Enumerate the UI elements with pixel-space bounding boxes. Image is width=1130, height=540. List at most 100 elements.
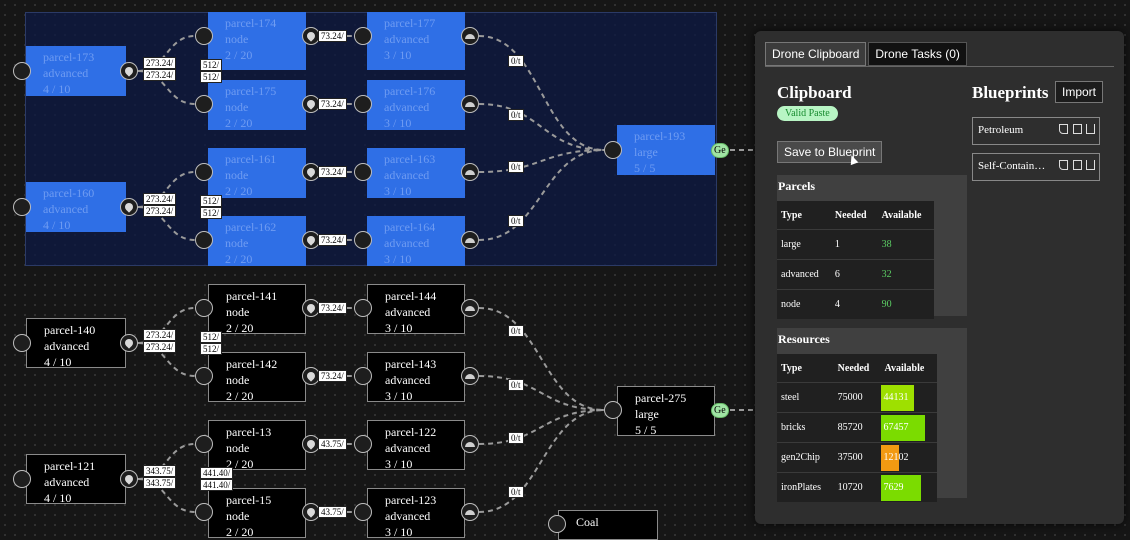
output-port[interactable] bbox=[461, 231, 479, 249]
blueprint-item[interactable]: Petroleum bbox=[972, 117, 1100, 145]
input-port[interactable] bbox=[13, 62, 31, 80]
input-port[interactable] bbox=[604, 401, 622, 419]
node-name: parcel-160 bbox=[43, 186, 95, 200]
node-count: 2 / 20 bbox=[226, 321, 254, 335]
edit-icon[interactable] bbox=[1059, 160, 1068, 170]
input-port[interactable] bbox=[13, 470, 31, 488]
input-port[interactable] bbox=[354, 163, 372, 181]
connection-edge bbox=[478, 35, 605, 151]
graph-node[interactable]: Coal bbox=[558, 510, 658, 540]
save-to-blueprint-button[interactable]: Save to Blueprint bbox=[777, 141, 883, 163]
input-port[interactable] bbox=[354, 367, 372, 385]
input-port[interactable] bbox=[195, 95, 213, 113]
output-port[interactable] bbox=[120, 334, 138, 352]
input-port[interactable] bbox=[195, 367, 213, 385]
input-port[interactable] bbox=[354, 503, 372, 521]
node-type: node bbox=[226, 509, 250, 523]
delete-icon[interactable] bbox=[1072, 124, 1082, 134]
generator-tag[interactable]: Ge bbox=[711, 143, 729, 158]
edge-rate-label: 512/ bbox=[200, 59, 223, 71]
input-port[interactable] bbox=[195, 299, 213, 317]
edge-rate-label: 512/ bbox=[200, 195, 223, 207]
tab-drone-tasks[interactable]: Drone Tasks (0) bbox=[868, 42, 967, 66]
parcel-type: node bbox=[777, 289, 831, 319]
edit-icon[interactable] bbox=[1059, 124, 1068, 134]
connection-edge bbox=[478, 409, 605, 445]
input-port[interactable] bbox=[604, 141, 622, 159]
input-port[interactable] bbox=[548, 515, 566, 533]
availability-bar: 12102 bbox=[880, 444, 937, 471]
edge-rate-label: 512/ bbox=[200, 343, 223, 355]
input-port[interactable] bbox=[195, 27, 213, 45]
connection-edge bbox=[478, 149, 605, 241]
node-name: parcel-275 bbox=[635, 391, 687, 405]
input-port[interactable] bbox=[13, 334, 31, 352]
tab-drone-clipboard[interactable]: Drone Clipboard bbox=[765, 42, 867, 66]
output-port[interactable] bbox=[461, 435, 479, 453]
output-port[interactable] bbox=[461, 95, 479, 113]
output-port[interactable] bbox=[461, 367, 479, 385]
delete-icon[interactable] bbox=[1072, 160, 1082, 170]
availability-bar: 67457 bbox=[880, 414, 937, 441]
input-port[interactable] bbox=[13, 198, 31, 216]
node-type: advanced bbox=[44, 475, 90, 489]
input-port[interactable] bbox=[195, 503, 213, 521]
input-port[interactable] bbox=[195, 163, 213, 181]
gauge-icon bbox=[465, 101, 475, 107]
tab-divider bbox=[765, 66, 1114, 67]
availability-value: 44131 bbox=[883, 391, 909, 403]
edge-rate-label: 273.24/ bbox=[143, 57, 177, 69]
edge-rate-label: 273.24/ bbox=[143, 69, 177, 81]
input-port[interactable] bbox=[354, 95, 372, 113]
import-button[interactable]: Import bbox=[1055, 81, 1104, 103]
input-port[interactable] bbox=[354, 435, 372, 453]
resources-col-available: Available bbox=[884, 362, 925, 374]
output-port[interactable] bbox=[461, 503, 479, 521]
download-icon[interactable] bbox=[1086, 160, 1095, 170]
node-type: advanced bbox=[43, 66, 89, 80]
parcels-col-type: Type bbox=[781, 209, 802, 221]
edge-rate-label: 441.40/ bbox=[200, 467, 234, 479]
node-count: 4 / 10 bbox=[43, 82, 71, 96]
parcel-needed: 4 bbox=[830, 289, 878, 319]
output-port[interactable] bbox=[461, 163, 479, 181]
resource-available: 12102 bbox=[880, 442, 937, 473]
input-port[interactable] bbox=[195, 231, 213, 249]
output-port[interactable] bbox=[461, 27, 479, 45]
download-icon[interactable] bbox=[1086, 124, 1095, 134]
output-port[interactable] bbox=[120, 470, 138, 488]
output-port[interactable] bbox=[461, 299, 479, 317]
input-port[interactable] bbox=[354, 27, 372, 45]
blueprint-item[interactable]: Self-Contain… bbox=[972, 153, 1100, 181]
input-port[interactable] bbox=[354, 299, 372, 317]
output-port[interactable] bbox=[120, 62, 138, 80]
input-port[interactable] bbox=[195, 435, 213, 453]
output-port[interactable] bbox=[120, 198, 138, 216]
node-type: advanced bbox=[385, 373, 431, 387]
input-port[interactable] bbox=[354, 231, 372, 249]
generator-tag[interactable]: Ge bbox=[711, 403, 729, 418]
